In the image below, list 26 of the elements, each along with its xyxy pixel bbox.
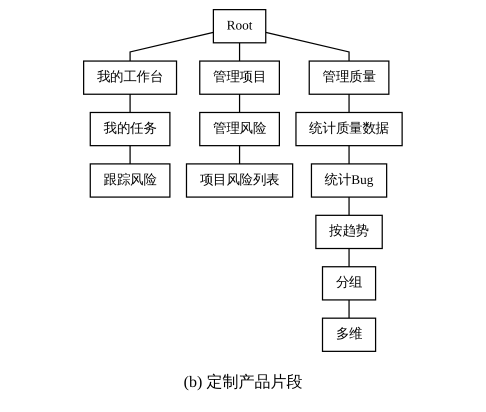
connector	[348, 145, 350, 164]
node-box: 管理项目	[199, 60, 280, 94]
node-box: 管理风险	[199, 111, 280, 146]
connector	[266, 31, 350, 61]
connector	[239, 42, 240, 61]
node-box: 多维	[322, 317, 376, 352]
connector	[239, 145, 240, 164]
connector	[348, 94, 350, 112]
node-box: 项目风险列表	[186, 162, 294, 198]
node-box: 我的工作台	[83, 60, 178, 94]
node-box: 我的任务	[90, 111, 171, 146]
connector	[239, 94, 240, 112]
connector	[130, 94, 131, 112]
node-box: 统计质量数据	[295, 111, 403, 146]
caption: (b) 定制产品片段	[184, 372, 302, 393]
node-box: 分组	[322, 266, 376, 300]
node-box: 管理质量	[308, 60, 390, 94]
node-box: Root	[212, 8, 266, 43]
connector	[348, 248, 350, 266]
node-box: 统计Bug	[310, 162, 388, 198]
connector	[348, 299, 350, 318]
node-box: 跟踪风险	[90, 162, 171, 198]
node-box: 按趋势	[315, 214, 383, 249]
connector	[130, 31, 214, 61]
connector	[130, 145, 131, 164]
connector	[348, 196, 350, 215]
